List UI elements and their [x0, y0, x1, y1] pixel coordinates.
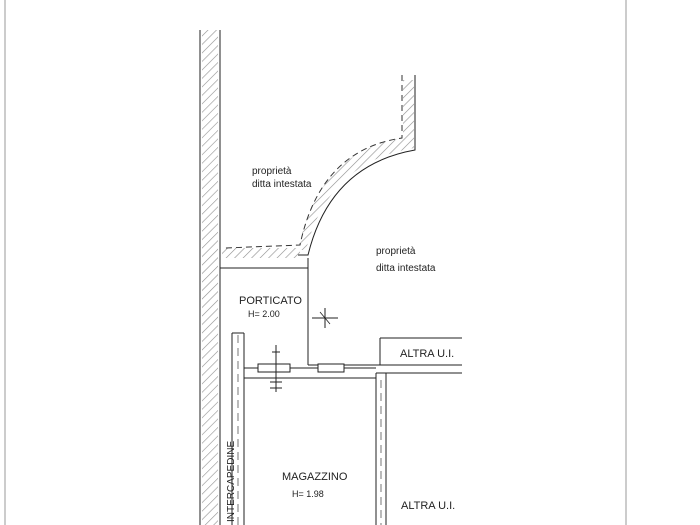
magazzino-walls — [244, 363, 387, 525]
label-porticato: PORTICATO — [239, 295, 302, 307]
label-property-right-line1: proprietà — [376, 246, 416, 257]
label-property-top-line1: proprietà — [252, 166, 292, 177]
label-property-right-line2: ditta intestata — [376, 263, 436, 274]
porticato-level-symbol — [312, 308, 338, 328]
label-magazzino-height: H= 1.98 — [292, 489, 324, 499]
entrance-symbol — [270, 345, 282, 392]
label-porticato-height: H= 2.00 — [248, 309, 280, 319]
label-altra-ui-bottom: ALTRA U.I. — [401, 500, 455, 512]
label-intercapedine: INTERCAPEDINE — [226, 441, 237, 522]
left-wall — [199, 30, 221, 525]
intercapedine-wall — [231, 332, 245, 525]
label-altra-ui-top: ALTRA U.I. — [400, 348, 454, 360]
label-magazzino: MAGAZZINO — [282, 471, 348, 483]
curved-wall — [222, 75, 416, 258]
label-property-top-line2: ditta intestata — [252, 179, 312, 190]
